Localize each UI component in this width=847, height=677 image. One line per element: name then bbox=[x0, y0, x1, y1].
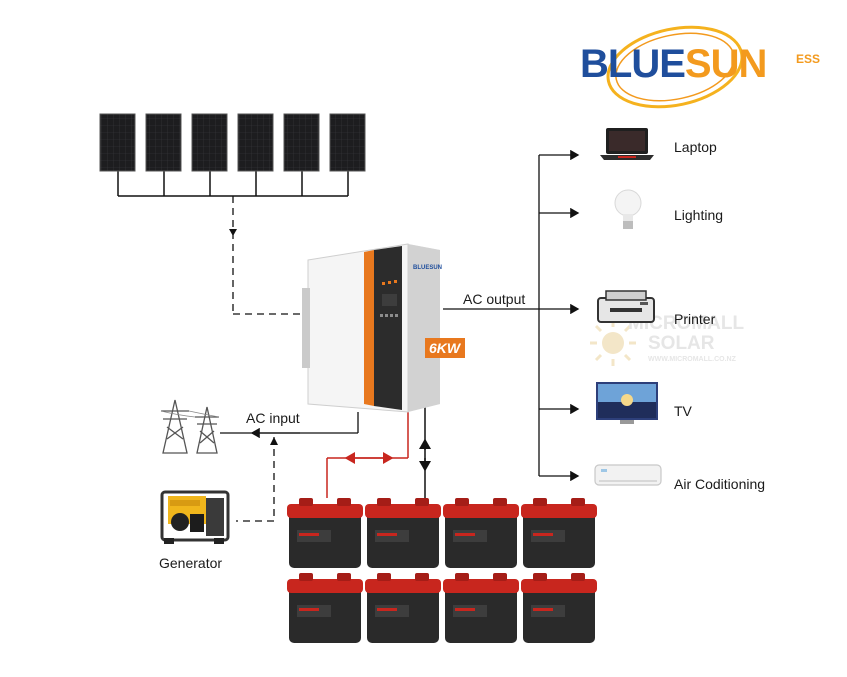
power-tower-icon bbox=[160, 399, 220, 454]
laptop-icon bbox=[600, 128, 654, 160]
load-label-tv: TV bbox=[674, 403, 692, 419]
load-label-air-conditioning: Air Coditioning bbox=[674, 476, 766, 492]
generator-arrow bbox=[270, 437, 278, 445]
tv-icon bbox=[596, 382, 658, 424]
battery-icon bbox=[521, 573, 597, 643]
brand-suffix: ESS bbox=[796, 52, 821, 66]
battery-icon bbox=[287, 498, 363, 568]
generator-dashed-line bbox=[236, 437, 275, 522]
printer-icon bbox=[597, 290, 655, 323]
ac-input-lines bbox=[220, 412, 359, 439]
load-label-laptop: Laptop bbox=[674, 139, 717, 155]
inverter-brand: BLUESUN bbox=[413, 265, 443, 271]
generator-label: Generator bbox=[159, 555, 223, 571]
ac-output-label: AC output bbox=[463, 291, 526, 307]
generator-icon bbox=[160, 490, 230, 544]
watermark-line3: WWW.MICROMALL.CO.NZ bbox=[648, 356, 736, 363]
brand-logo: BLUESUN ESS bbox=[580, 25, 820, 109]
ac-output-lines bbox=[443, 149, 580, 482]
watermark-line2: SOLAR bbox=[648, 333, 715, 354]
battery-icon bbox=[365, 573, 441, 643]
battery-icon bbox=[443, 498, 519, 568]
brand-name-blue: BLUE bbox=[580, 42, 686, 86]
watermark-sun-icon bbox=[590, 320, 636, 366]
pv-arrow bbox=[229, 229, 237, 236]
watermark-line1: MICROMALL bbox=[628, 313, 745, 334]
battery-icon bbox=[443, 573, 519, 643]
bulb-icon bbox=[614, 189, 642, 229]
power-badge-label: 6KW bbox=[429, 340, 461, 356]
battery-icon bbox=[287, 573, 363, 643]
battery-icon bbox=[521, 498, 597, 568]
inverter-icon bbox=[302, 243, 440, 413]
load-label-printer: Printer bbox=[674, 311, 716, 327]
battery-icon bbox=[365, 498, 441, 568]
power-badge: 6KW bbox=[425, 338, 465, 358]
inverter: BLUESUN bbox=[300, 238, 450, 413]
brand-name-orange: SUN bbox=[684, 42, 767, 86]
load-label-lighting: Lighting bbox=[674, 207, 724, 223]
ac-input-label: AC input bbox=[246, 410, 300, 426]
air-conditioner-icon bbox=[594, 464, 662, 486]
brand-swoosh-icon bbox=[606, 25, 744, 109]
pv-dashed-line bbox=[232, 196, 306, 315]
